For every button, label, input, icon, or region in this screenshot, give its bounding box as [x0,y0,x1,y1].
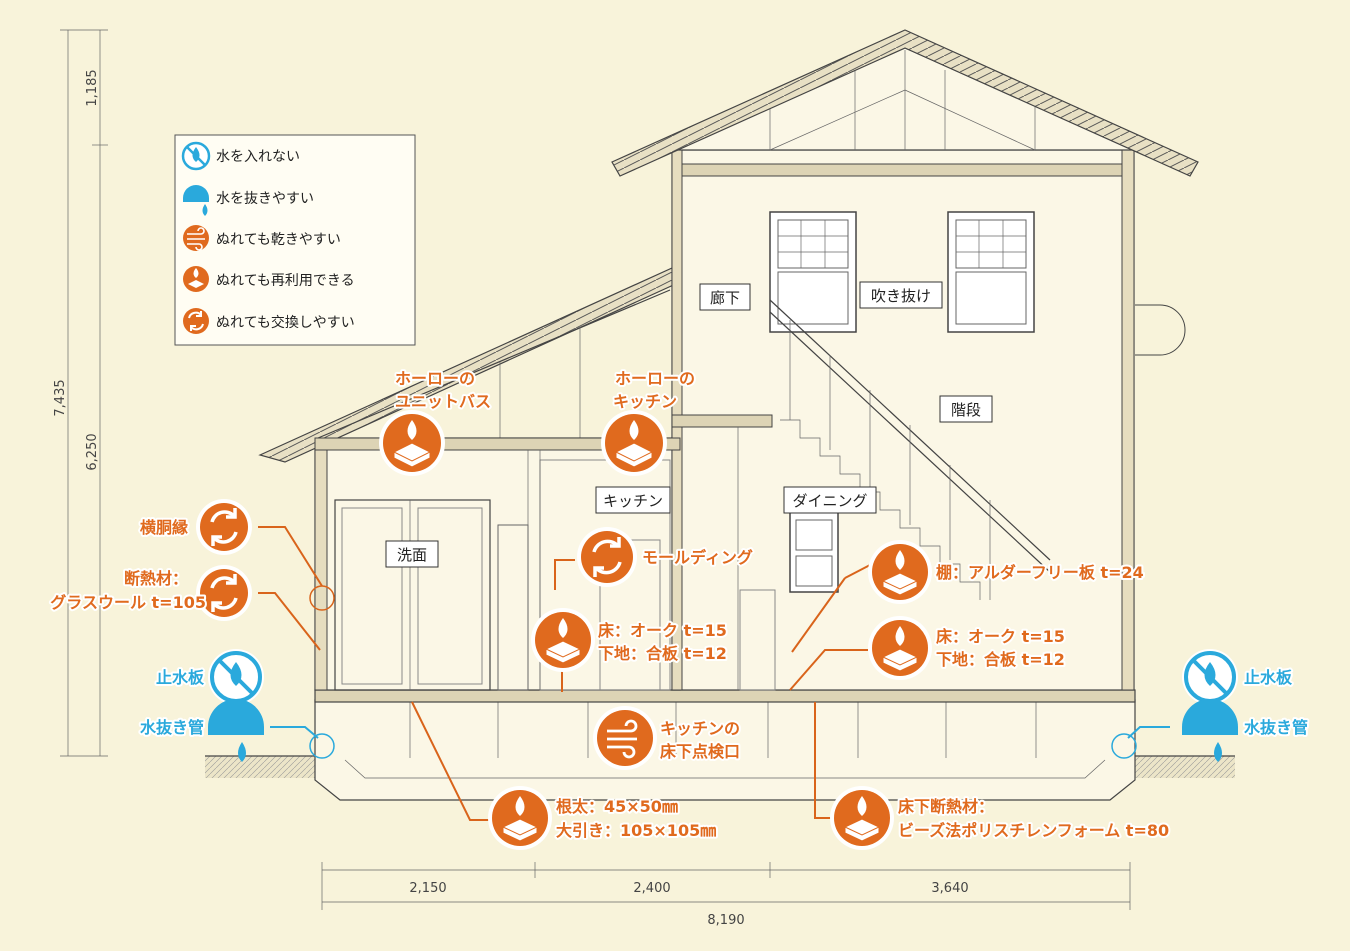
molding-replaceable-icon [577,527,637,587]
quick-dry-icon [183,225,209,251]
drain-right-icon [1182,699,1238,762]
enamel-kitchen-line2: キッチン [613,392,677,411]
svg-text:ダイニング: ダイニング [792,492,867,510]
room-void: 吹き抜け [859,281,943,309]
batten-replaceable-icon [196,499,252,555]
insulation-line1: 断熱材： [124,569,188,588]
dim-2400: 2,400 [633,881,670,896]
dim-7435: 7,435 [53,379,68,416]
reusable-icon [183,266,209,292]
shelf-reusable-icon [868,540,932,604]
dim-6250: 6,250 [85,433,100,470]
callout-texts: ホーローの ユニットバス ホーローの キッチン 横胴縁 断熱材： グラスウール … [48,367,1310,842]
shelf-label: 棚：アルダーフリー板 t=24 [936,563,1144,582]
svg-text:廊下: 廊下 [710,289,740,307]
vertical-dimensions: 1,185 7,435 6,250 [53,29,108,757]
svg-text:キッチン: キッチン [603,492,663,510]
insulation-line2: グラスウール t=105 [50,593,206,612]
house-section [205,29,1235,801]
inspection-quick-dry-icon [593,706,657,770]
legend-drain-label: 水を抜きやすい [216,191,314,207]
unit-bath-reusable-icon [379,410,445,476]
lower-window [789,511,839,593]
underfloor-line1: 床下断熱材： [898,797,994,816]
horizontal-dimensions: 2,150 2,400 3,640 8,190 [321,862,1131,928]
no-water-icon [181,141,211,171]
water-stop-right-icon [1182,649,1238,705]
water-stop-left-label: 止水板 [156,668,205,687]
joist-line2: 大引き：105×105㎜ [556,821,716,840]
joist-line1: 根太：45×50㎜ [556,797,678,816]
svg-text:洗面: 洗面 [397,546,427,564]
inspection-line2: 床下点検口 [660,742,740,761]
underfloor-line2: ビーズ法ポリスチレンフォーム t=80 [898,821,1169,840]
water-stop-left-icon [208,649,264,705]
replaceable-icon [183,308,209,334]
drain-water-icon [183,185,209,216]
insulation-replaceable-icon [196,565,252,621]
legend-quick-dry-label: ぬれても乾きやすい [216,232,341,248]
room-stairs: 階段 [939,395,993,423]
leader-lines [258,526,1170,821]
floor-right-line1: 床：オーク t=15 [936,627,1065,646]
svg-text:階段: 階段 [951,401,981,419]
enamel-kitchen-line1: ホーローの [615,369,695,388]
svg-text:吹き抜け: 吹き抜け [871,287,931,305]
unit-bath-line1: ホーローの [395,369,475,388]
upper-window-left [769,211,857,333]
unit-bath-line2: ユニットバス [395,392,491,411]
upper-window-right [947,211,1035,333]
molding-label: モールディング [642,548,753,567]
room-washroom: 洗面 [385,540,439,568]
room-kitchen: キッチン [595,486,671,514]
legend-no-water-label: 水を入れない [216,149,300,165]
water-stop-right-label: 止水板 [1244,668,1293,687]
room-dining: ダイニング [783,486,877,514]
dim-2150: 2,150 [409,881,446,896]
batten-label: 横胴縁 [140,518,188,537]
legend: 水を入れない 水を抜きやすい ぬれても乾きやすい ぬれても再利用できる ぬれても [174,134,416,346]
floor-right-reusable-icon [868,616,932,680]
floor-left-line1: 床：オーク t=15 [598,621,727,640]
drain-left-icon [208,699,264,762]
underfloor-reusable-icon [830,786,894,850]
dim-1185: 1,185 [85,69,100,106]
dim-3640: 3,640 [931,881,968,896]
legend-replaceable-label: ぬれても交換しやすい [216,314,355,331]
legend-reusable-label: ぬれても再利用できる [216,273,355,289]
staircase [769,299,1051,600]
floor-right-line2: 下地：合板 t=12 [936,650,1065,669]
floor-left-line2: 下地：合板 t=12 [598,644,727,663]
dim-8190: 8,190 [707,913,744,928]
kitchen-reusable-icon [601,410,667,476]
room-corridor: 廊下 [699,283,751,311]
drain-left-label: 水抜き管 [140,718,204,737]
inspection-line1: キッチンの [660,719,740,738]
floor-left-reusable-icon [531,608,595,672]
drain-right-label: 水抜き管 [1244,718,1308,737]
joist-reusable-icon [488,786,552,850]
